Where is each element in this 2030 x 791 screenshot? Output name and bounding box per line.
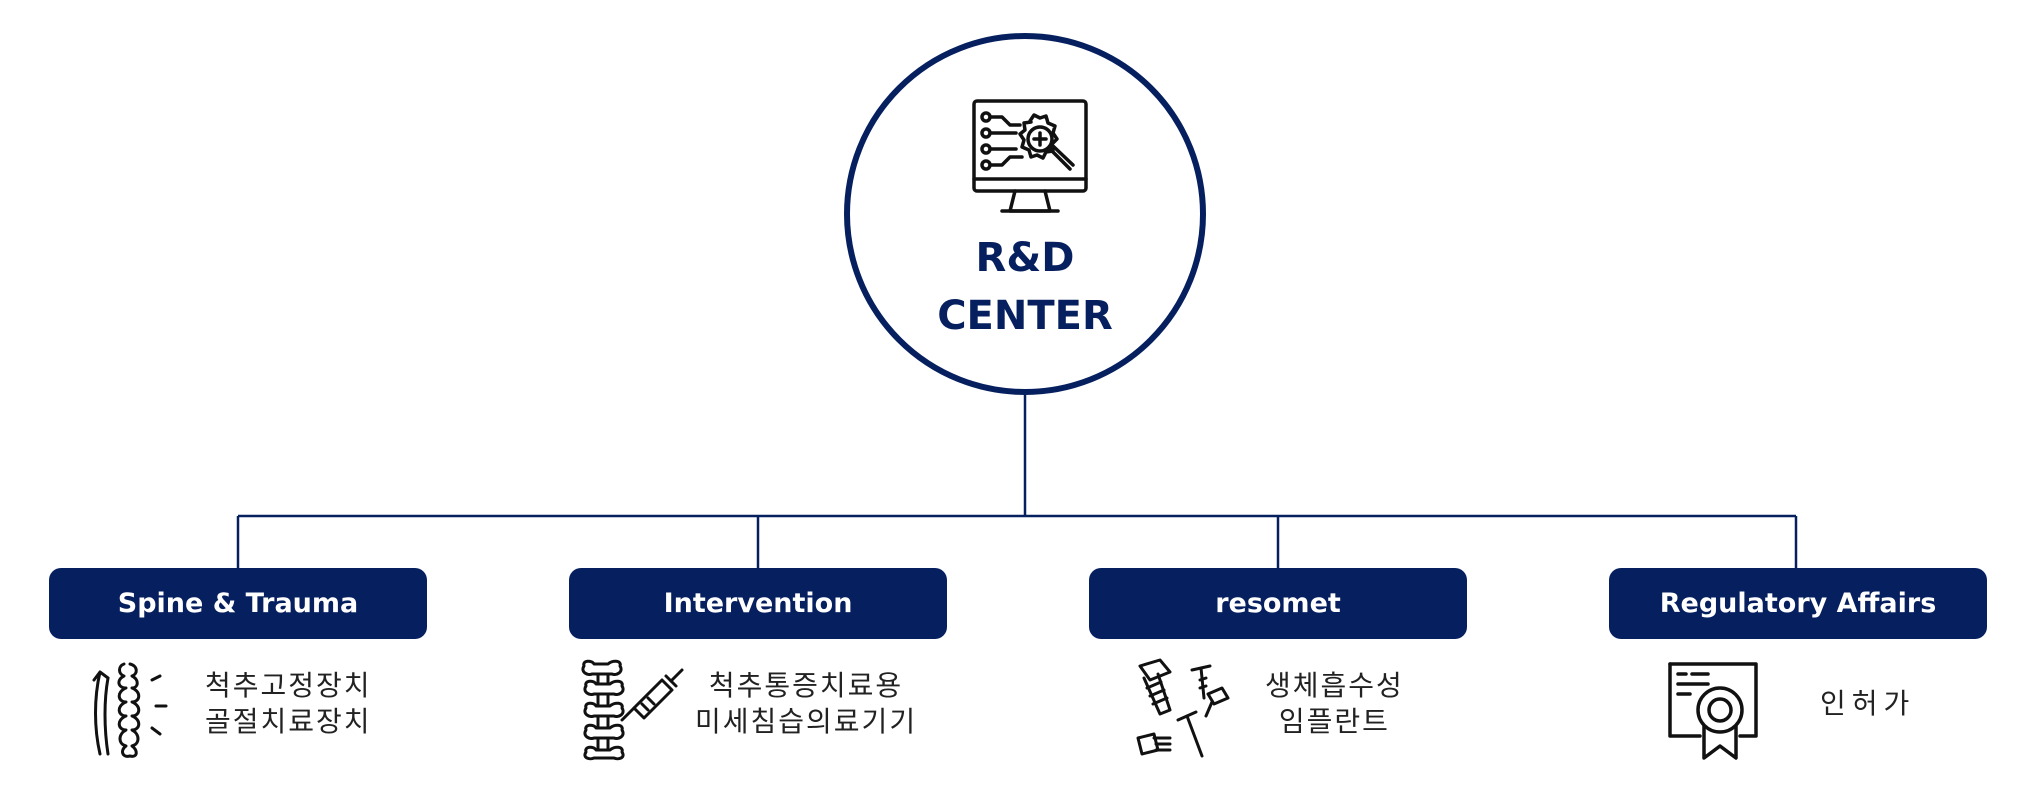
center-title-line2: CENTER: [937, 293, 1113, 339]
dept-box-resomet: resomet: [1089, 568, 1467, 639]
dept-desc-line2: 미세침습의료기기: [695, 705, 918, 738]
dept-desc-resomet: 생체흡수성 임플란트: [1265, 668, 1404, 740]
dept-label: Spine & Trauma: [117, 588, 359, 619]
monitor-gear-magnifier-icon: [972, 99, 1088, 213]
spine-brace-icon: [92, 662, 168, 758]
dept-box-intervention: Intervention: [569, 568, 947, 639]
dept-desc-line1: 척추고정장치: [205, 669, 372, 702]
dept-label: Regulatory Affairs: [1659, 588, 1937, 619]
dept-label: resomet: [1215, 588, 1341, 619]
dept-desc-line1: 생체흡수성: [1265, 669, 1404, 702]
dept-desc-regulatory-affairs: 인허가: [1820, 686, 1915, 722]
dept-label: Intervention: [663, 588, 853, 619]
screws-implants-icon: [1136, 658, 1230, 758]
dept-box-spine-trauma: Spine & Trauma: [49, 568, 427, 639]
dept-desc-line2: 골절치료장치: [205, 705, 372, 738]
center-title-line1: R&D: [975, 235, 1075, 281]
dept-box-regulatory-affairs: Regulatory Affairs: [1609, 568, 1987, 639]
spine-syringe-icon: [581, 659, 684, 761]
rd-center-circle: R&D CENTER: [844, 33, 1206, 395]
center-title: R&D CENTER: [850, 229, 1200, 345]
dept-desc-intervention: 척추통증치료용 미세침습의료기기: [695, 668, 917, 740]
dept-desc-line1: 척추통증치료용: [708, 669, 904, 702]
certificate-icon: [1668, 662, 1758, 760]
dept-desc-line1: 인허가: [1820, 687, 1916, 720]
dept-desc-line2: 임플란트: [1278, 705, 1390, 738]
dept-desc-spine-trauma: 척추고정장치 골절치료장치: [205, 668, 372, 740]
